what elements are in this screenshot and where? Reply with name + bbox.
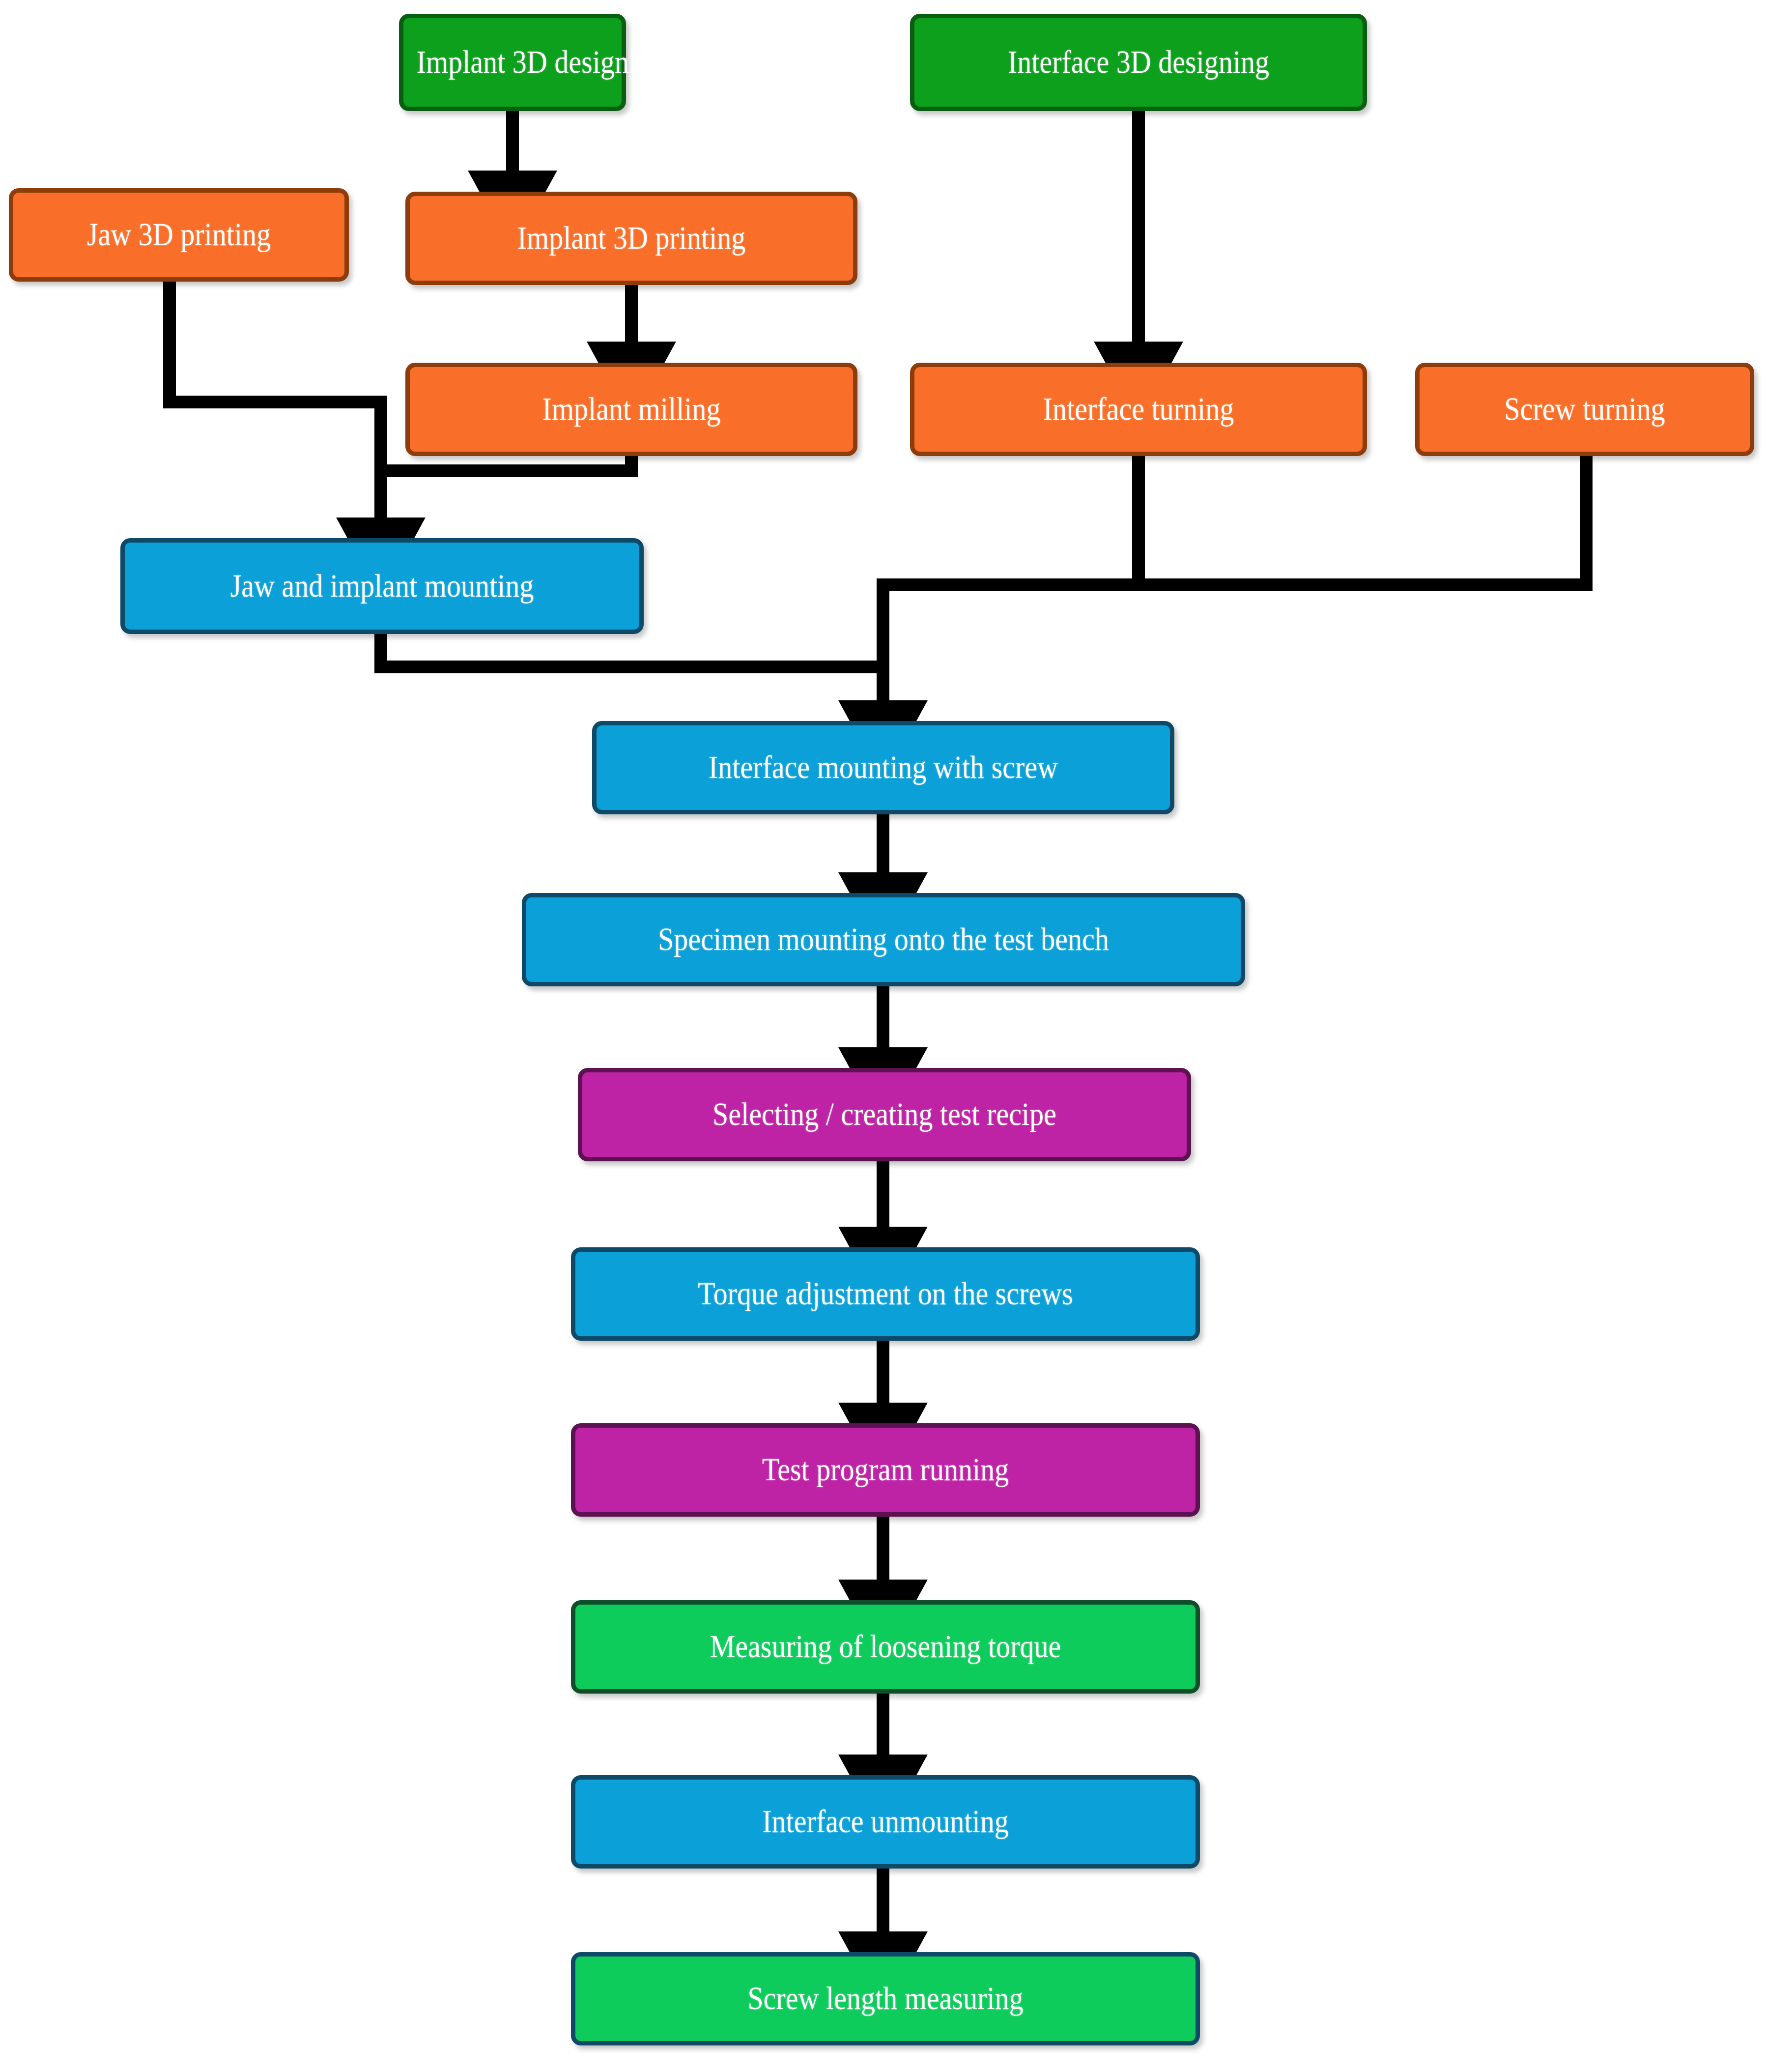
node-iface_unmount[interactable]: Interface unmounting (571, 1775, 1200, 1869)
node-label: Interface unmounting (762, 1804, 1009, 1840)
node-torque_adj[interactable]: Torque adjustment on the screws (571, 1247, 1200, 1341)
node-label: Screw turning (1504, 391, 1665, 427)
node-label: Jaw and implant mounting (230, 568, 534, 604)
node-label: Measuring of loosening torque (710, 1629, 1061, 1665)
node-screw_turn[interactable]: Screw turning (1415, 363, 1754, 456)
node-jaw_print[interactable]: Jaw 3D printing (9, 188, 349, 282)
node-label: Implant 3D printing (517, 220, 746, 256)
node-iface_mount[interactable]: Interface mounting with screw (592, 721, 1174, 814)
node-test_run[interactable]: Test program running (571, 1423, 1200, 1517)
node-label: Jaw 3D printing (86, 217, 271, 253)
node-interface_turn[interactable]: Interface turning (910, 363, 1367, 456)
node-label: Implant milling (542, 391, 721, 427)
edge-jaw-print-to-jaw-mount (163, 282, 426, 600)
node-spec_mount[interactable]: Specimen mounting onto the test bench (522, 893, 1245, 986)
node-label: Implant 3D designing (416, 44, 666, 80)
node-jaw_mount[interactable]: Jaw and implant mounting (120, 538, 644, 634)
node-interface_design[interactable]: Interface 3D designing (910, 14, 1367, 111)
node-label: Interface 3D designing (1007, 44, 1270, 80)
node-implant_print[interactable]: Implant 3D printing (405, 192, 857, 285)
node-implant_milling[interactable]: Implant milling (405, 363, 857, 456)
node-label: Interface turning (1043, 391, 1234, 427)
node-loose_torque[interactable]: Measuring of loosening torque (571, 1600, 1200, 1694)
node-label: Specimen mounting onto the test bench (658, 921, 1109, 957)
edge-screw-turn-to-iface-mount (877, 456, 1593, 667)
edge-milling-to-jaw-mount (381, 456, 638, 477)
node-test_recipe[interactable]: Selecting / creating test recipe (578, 1068, 1191, 1161)
node-label: Screw length measuring (747, 1981, 1024, 2016)
edge-jaw-mount-to-iface-mount (374, 634, 928, 782)
node-label: Test program running (762, 1452, 1009, 1488)
node-label: Interface mounting with screw (708, 749, 1058, 785)
node-implant_design[interactable]: Implant 3D designing (399, 14, 666, 111)
node-screw_length[interactable]: Screw length measuring (571, 1952, 1200, 2045)
node-label: Selecting / creating test recipe (712, 1096, 1056, 1132)
node-label: Torque adjustment on the screws (698, 1276, 1073, 1312)
